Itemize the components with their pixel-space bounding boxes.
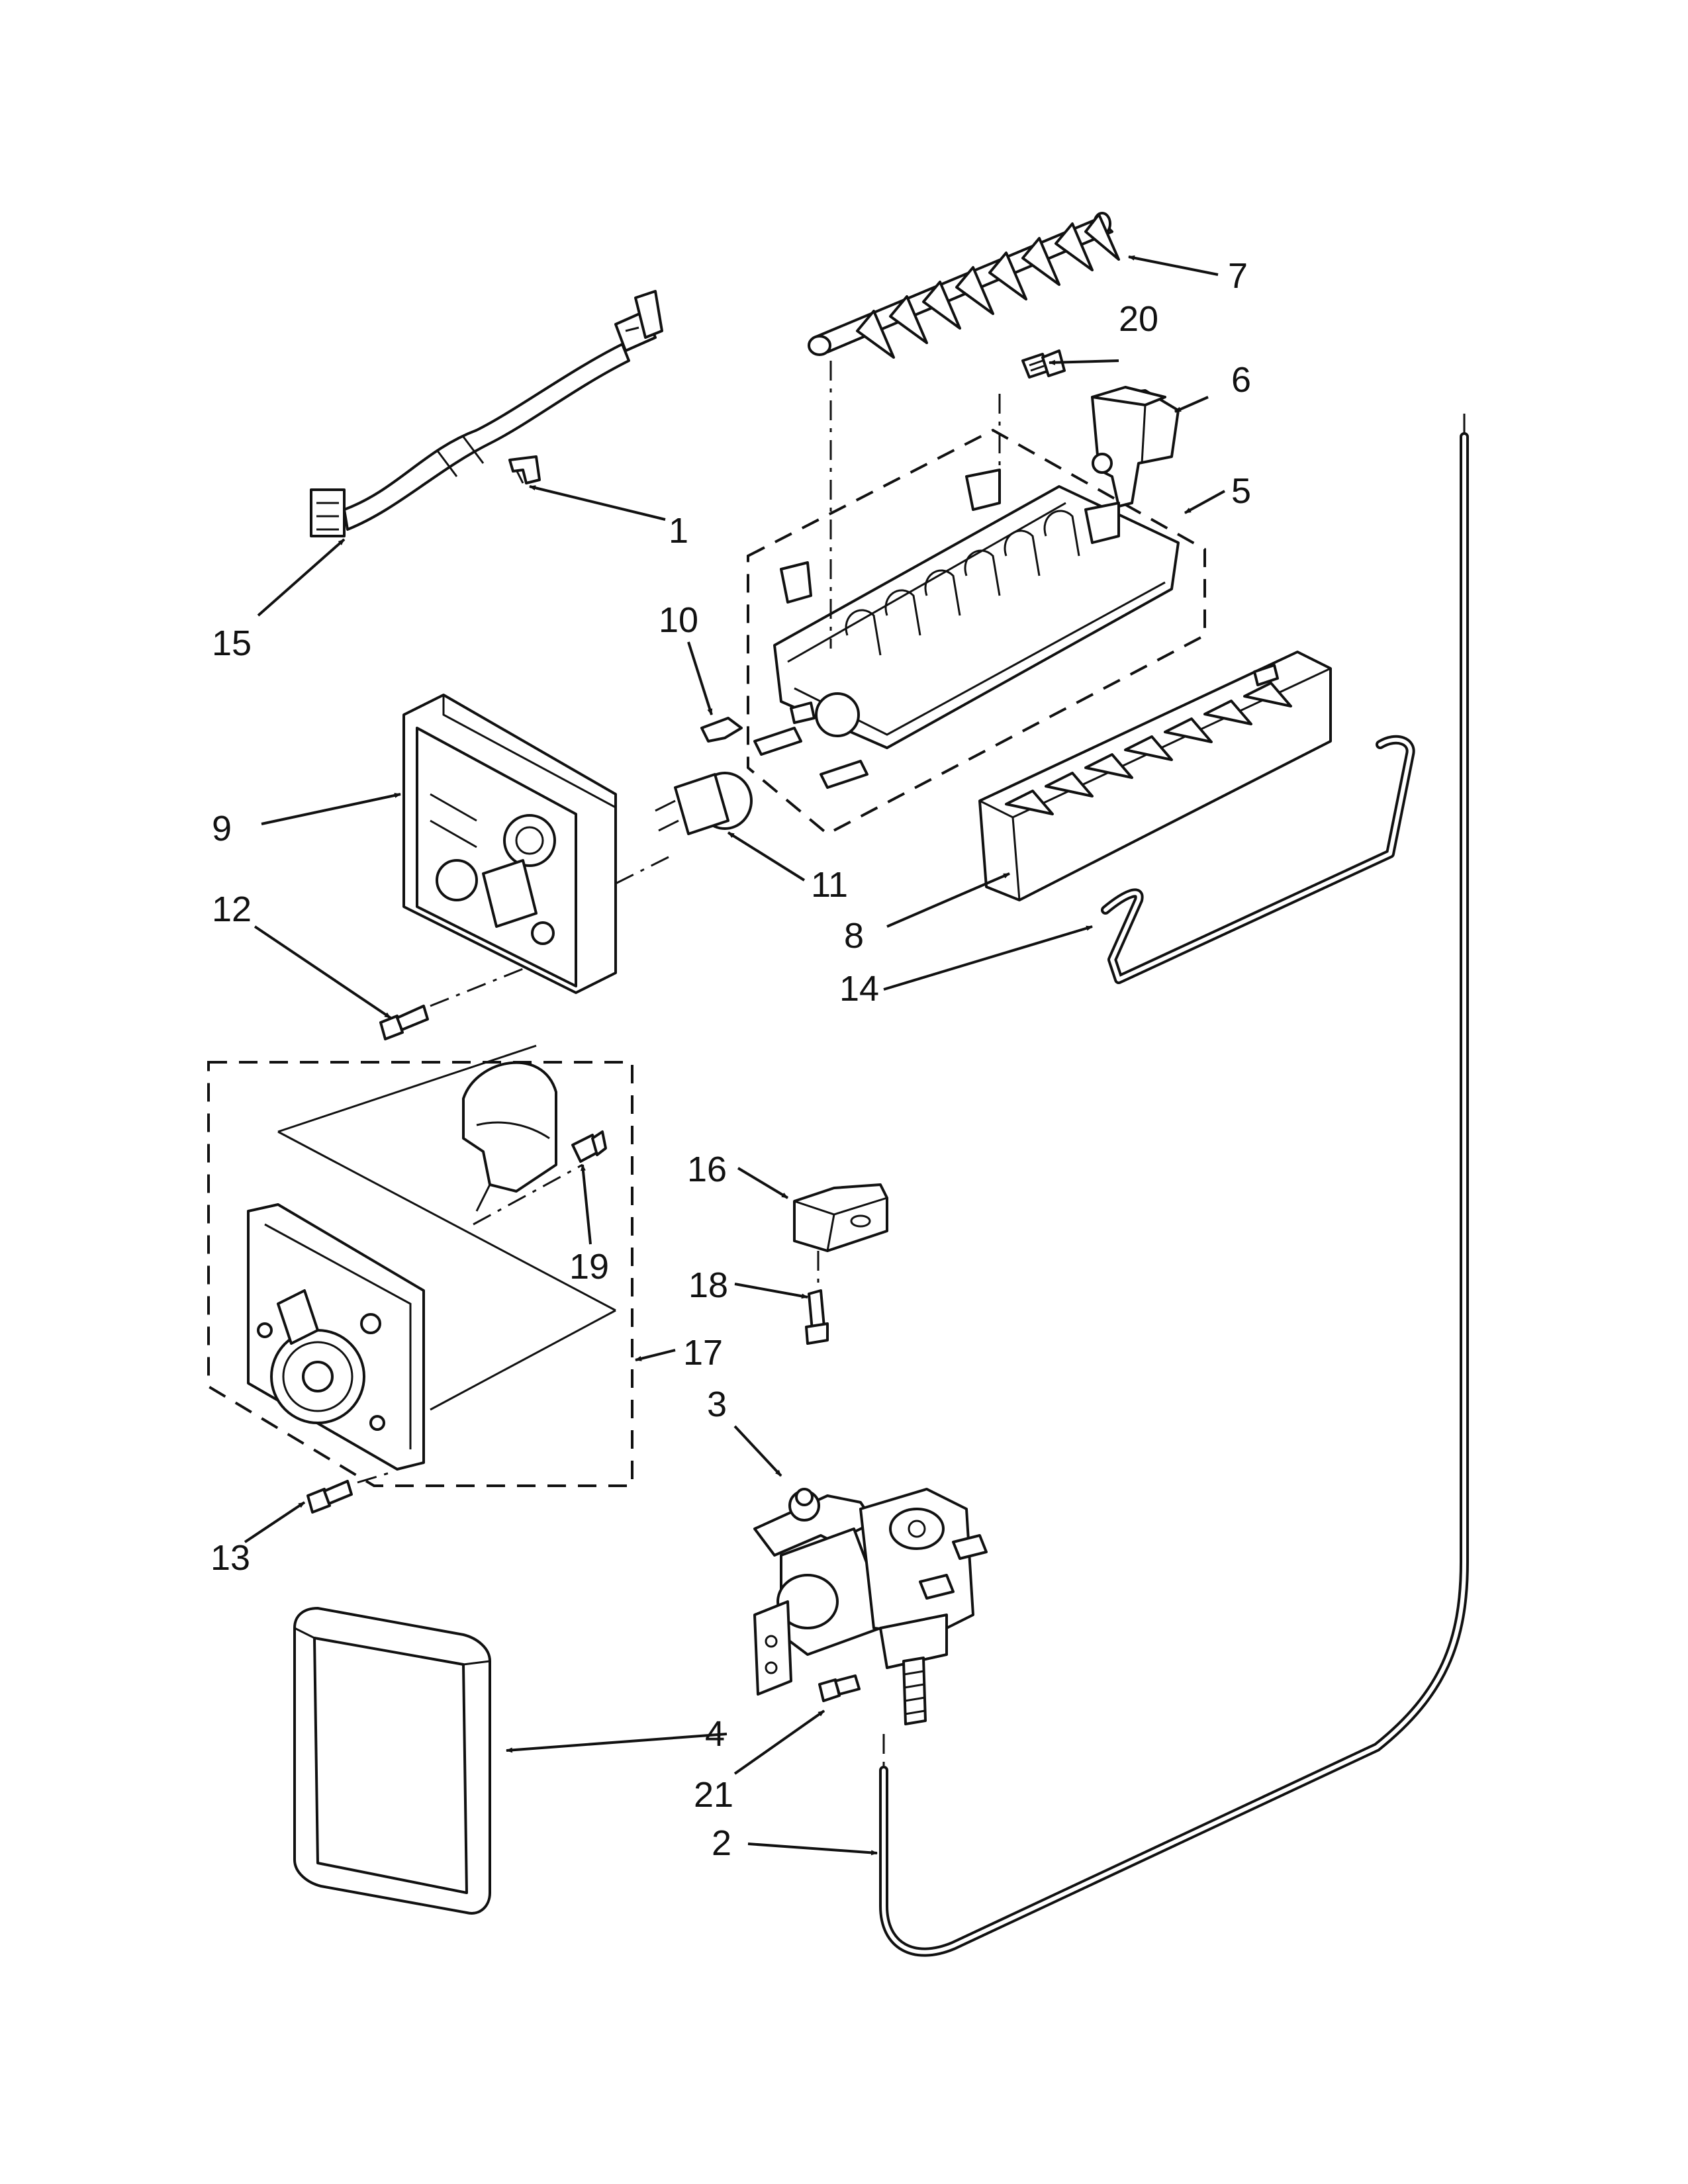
callout-11: 11 [811, 865, 848, 905]
callout-18: 18 [688, 1265, 728, 1305]
screw-20-part [1021, 349, 1066, 379]
callout-5: 5 [1231, 471, 1251, 511]
callout-17: 17 [683, 1333, 723, 1373]
screw-12-part [379, 1005, 429, 1040]
fill-cup-part [1091, 386, 1180, 508]
screw-18-part [805, 1289, 829, 1345]
ice-mold-part [747, 428, 1206, 836]
module-assembly-group [207, 1044, 633, 1487]
callout-labels: 1 2 3 4 5 6 7 8 9 10 11 12 13 14 15 16 1… [211, 256, 1251, 1863]
wiring-harness-part [310, 290, 663, 537]
thermostat-part [655, 772, 753, 835]
callout-7: 7 [1228, 256, 1248, 296]
callout-1: 1 [669, 511, 688, 551]
callout-6: 6 [1231, 360, 1251, 400]
motor-part [462, 1061, 557, 1212]
screw-19-part [571, 1130, 607, 1163]
callout-15: 15 [212, 623, 252, 663]
callout-10: 10 [659, 600, 698, 640]
alignment-lines [357, 361, 1001, 1767]
callout-14: 14 [839, 969, 879, 1009]
callout-8: 8 [844, 916, 864, 956]
foam-pad-part [293, 1607, 491, 1915]
leader-lines [244, 255, 1225, 1856]
clip-10-part [700, 717, 743, 743]
stripper-part [978, 651, 1332, 901]
callout-3: 3 [707, 1385, 727, 1424]
water-tube-part [879, 414, 1469, 1957]
shutoff-arm-part [1101, 735, 1415, 984]
callout-16: 16 [687, 1150, 727, 1189]
callout-9: 9 [212, 809, 232, 848]
control-housing-part [402, 694, 617, 994]
callout-21: 21 [694, 1775, 733, 1815]
callout-19: 19 [569, 1247, 609, 1287]
callout-12: 12 [212, 889, 252, 929]
screw-13-part [306, 1480, 353, 1514]
callout-4: 4 [705, 1714, 725, 1754]
wire-clip-part [508, 455, 541, 484]
bracket-part [793, 1183, 888, 1252]
callout-13: 13 [211, 1538, 250, 1578]
screw-21-part [818, 1674, 861, 1702]
ejector-shaft-part [808, 212, 1120, 359]
callout-20: 20 [1119, 299, 1158, 339]
water-valve-part [753, 1488, 988, 1725]
callout-2: 2 [712, 1823, 731, 1863]
